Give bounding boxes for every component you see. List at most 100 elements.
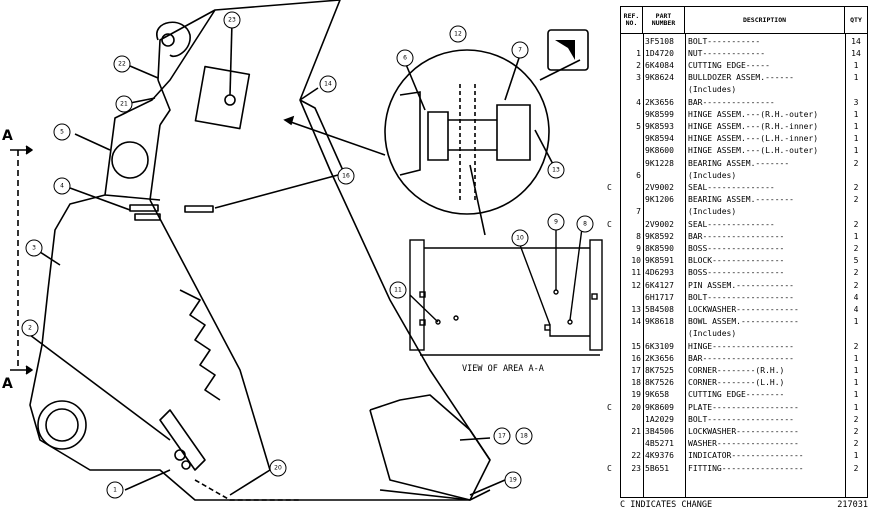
description: BULLDOZER ASSEM.------ [688,73,794,83]
ref-number: 22 [631,451,641,461]
description: HINGE ASSEM.---(R.H.-outer) [688,109,819,119]
part-number: 9K8609 [645,402,674,412]
ref-number: 7 [636,207,641,217]
ref-number: 23 [631,463,641,473]
quantity: 1 [853,73,859,83]
callout-18: 18 [520,433,528,440]
description: (Includes) [688,85,737,95]
part-number: 9K8618 [645,317,674,327]
description: SEAL-------------- [688,182,775,192]
quantity: 2 [853,182,859,192]
ref-number: 8 [636,231,641,241]
quantity: 2 [853,243,859,253]
part-number: 4K9376 [645,451,674,461]
callout-16: 16 [342,173,350,180]
description: BOSS---------------- [688,268,785,278]
part-number: 9K8594 [645,134,674,144]
change-marker: C [607,182,612,192]
part-number: 2V9002 [645,219,674,229]
quantity: 3 [853,97,859,107]
part-number: 1A2029 [645,414,674,424]
ref-number: 21 [631,426,641,436]
quantity: 14 [851,36,861,46]
part-number: 2K3656 [645,353,674,363]
callout-8: 8 [583,221,587,228]
part-number: 6K4084 [645,60,674,70]
part-number: 9K1206 [645,195,674,205]
quantity: 1 [853,451,859,461]
callout-20: 20 [274,465,282,472]
part-number: 9K1228 [645,158,674,168]
blade-outline [29,0,491,501]
part-number: 5B651 [645,463,670,473]
table-row: 6 (Includes) [621,169,867,181]
part-number: 9K658 [645,390,670,400]
description: NUT------------- [688,48,766,58]
callout-21: 21 [120,101,128,108]
quantity: 2 [853,439,859,449]
callout-2: 2 [28,325,32,332]
quantity: 14 [851,48,861,58]
part-number: 8K7526 [645,378,674,388]
description: BOLT----------- [688,36,761,46]
header-ref: REF. NO. [621,7,643,33]
header-description: DESCRIPTION [685,7,845,33]
ref-number: 4 [636,97,641,107]
description: HINGE ASSEM.---(L.H.-inner) [688,134,819,144]
quantity: 2 [853,414,859,424]
change-marker: C [607,402,612,412]
description: CORNER--------(L.H.) [688,378,785,388]
description: BAR------------------- [688,353,794,363]
description: HINGE ASSEM.---(R.H.-inner) [688,121,819,131]
table-row: 3F5108 BOLT----------- 14 [621,35,867,47]
quantity: 4 [853,292,859,302]
ref-number: 15 [631,341,641,351]
part-number: 8K8590 [645,243,674,253]
description: BOLT------------------ [688,292,794,302]
quantity: 1 [853,317,859,327]
part-number: 1D4720 [645,48,674,58]
ref-number: 13 [631,304,641,314]
quantity: 1 [853,121,859,131]
description: (Includes) [688,170,737,180]
ref-number: 5 [636,121,641,131]
callout-1: 1 [113,487,117,494]
description: PIN ASSEM.------------ [688,280,794,290]
description: LOCKWASHER------------- [688,426,799,436]
callout-17: 17 [498,433,506,440]
header-part: PART NUMBER [643,7,685,33]
section-label-top: A [2,128,13,144]
description: CUTTING EDGE-------- [688,390,785,400]
callout-19: 19 [509,477,517,484]
quantity: 1 [853,402,859,412]
part-number: 6H1717 [645,292,674,302]
description: FITTING----------------- [688,463,804,473]
ref-number: 10 [631,256,641,266]
part-number: 9K8591 [645,256,674,266]
ref-number: 6 [636,170,641,180]
ref-number: 18 [631,378,641,388]
callout-5: 5 [60,129,64,136]
part-number: 9K8600 [645,146,674,156]
header-qty: QTY [850,15,862,24]
part-number: 8K7525 [645,365,674,375]
ref-number: 2 [636,60,641,70]
ref-number: 3 [636,73,641,83]
part-number: 3F5108 [645,36,674,46]
